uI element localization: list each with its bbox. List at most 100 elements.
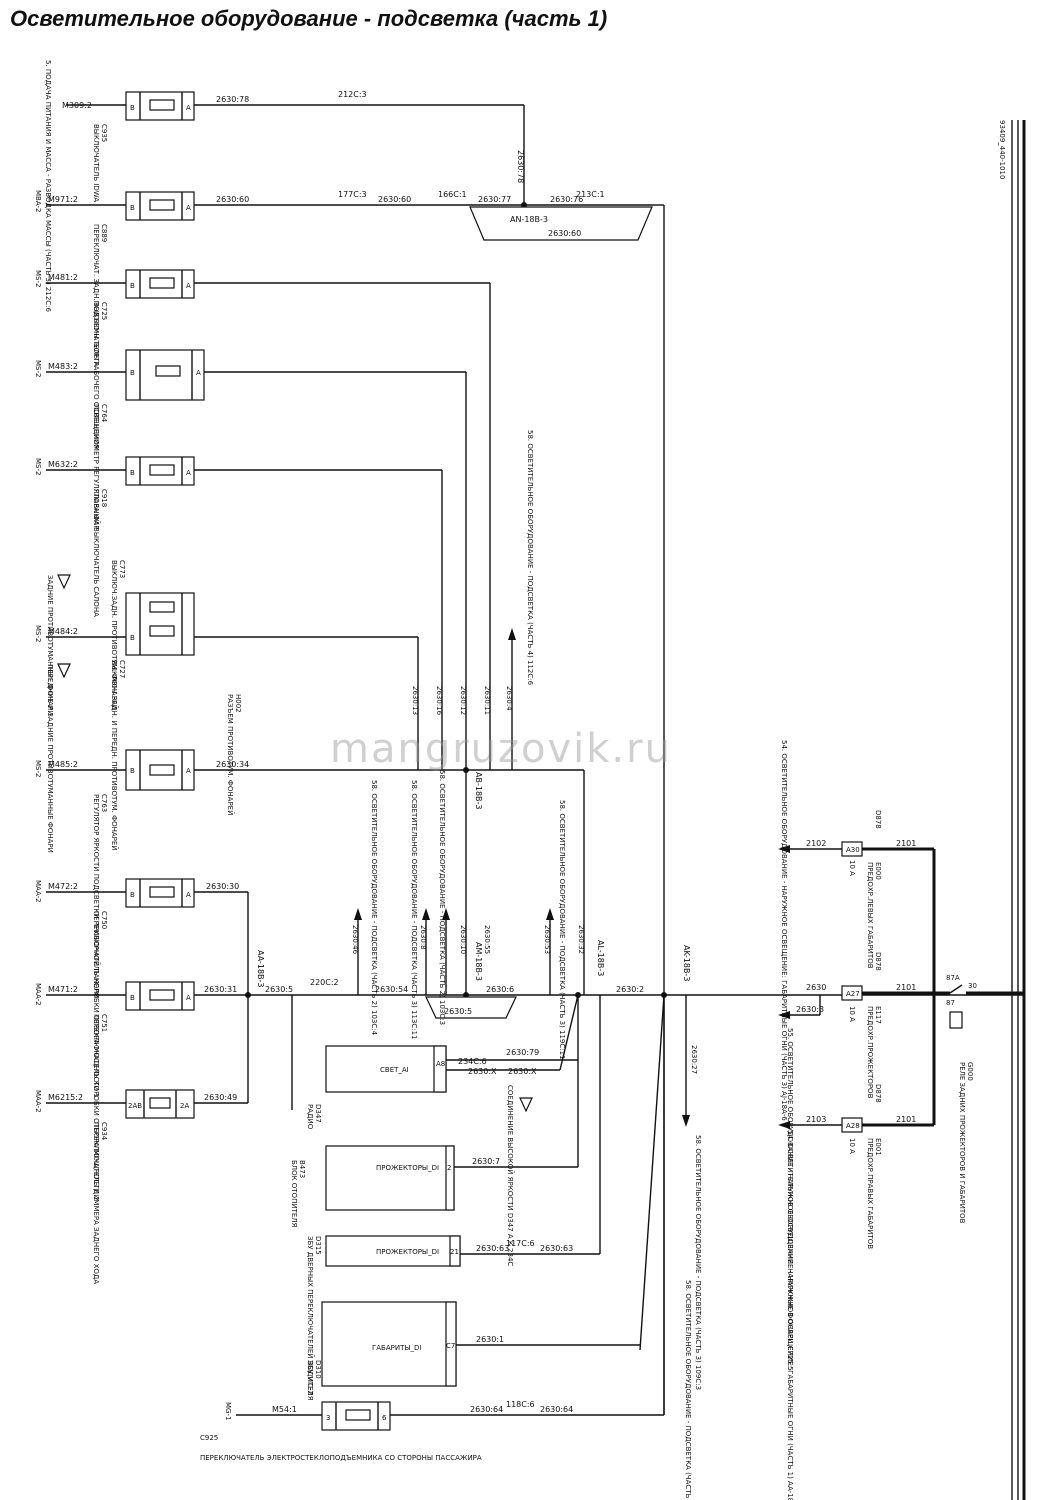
svg-text:A: A — [196, 369, 201, 377]
svg-text:MS-2: MS-2 — [34, 625, 42, 642]
wire-2630-77: 2630:77 — [478, 195, 511, 204]
splice-ak-label: AK-18B-3 — [682, 945, 691, 981]
label-e001: E001 — [874, 1138, 882, 1156]
desc-c764: ПОТЕНЦИОМЕТР РЕГУЛЯТОРА ФАР — [92, 404, 100, 529]
svg-text:MS-2: MS-2 — [34, 760, 42, 777]
conn-c751: M471:2 — [48, 985, 78, 994]
fuse-e117: A27 — [841, 985, 863, 1001]
wire-2630-76: 2630:76 — [550, 195, 583, 204]
switch-c889: B A — [125, 191, 195, 221]
desc-c889: ПЕРЕКЛЮЧАТ. ЗАДН.ПОДЪЕМН. БОРТА — [92, 224, 100, 367]
svg-text:A: A — [186, 104, 191, 112]
svg-text:ПРОЖЕКТОРЫ_DI: ПРОЖЕКТОРЫ_DI — [376, 1248, 439, 1256]
svg-text:B: B — [130, 767, 135, 775]
svg-text:2630:5: 2630:5 — [265, 985, 293, 994]
label-c889: C889 — [100, 224, 108, 242]
svg-text:2630:27: 2630:27 — [690, 1045, 698, 1074]
svg-text:10 A: 10 A — [848, 1006, 856, 1022]
svg-text:2A: 2A — [180, 1102, 189, 1110]
desc-c751: ПЕРЕКЛЮЧАТЕЛЬ КОРОБКИ ОТБОРА МОЩНОСТИ 2 — [92, 1014, 100, 1201]
svg-text:A30: A30 — [846, 846, 860, 854]
label-d315: D315 — [314, 1236, 322, 1255]
svg-text:2630: 2630 — [806, 983, 826, 992]
svg-text:30: 30 — [968, 982, 977, 990]
wire-c935: 2630:78 — [216, 95, 249, 104]
svg-text:2630:2: 2630:2 — [616, 985, 644, 994]
svg-text:A28: A28 — [846, 1122, 860, 1130]
svg-text:6: 6 — [382, 1414, 387, 1422]
svg-text:2AB: 2AB — [128, 1102, 142, 1110]
svg-text:MS-2: MS-2 — [34, 360, 42, 377]
label-d347: D347 — [314, 1104, 322, 1123]
label-c764: C764 — [100, 404, 108, 423]
label-b473: B473 — [298, 1160, 306, 1178]
splice-an — [469, 206, 653, 241]
fuse-e000: A30 — [841, 841, 863, 857]
label-fuse-unit-3: D878 — [874, 1084, 882, 1103]
svg-text:A: A — [186, 204, 191, 212]
label-c751: C751 — [100, 1014, 108, 1032]
svg-text:58. ОСВЕТИТЕЛЬНОЕ ОБОРУДОВАНИЕ: 58. ОСВЕТИТЕЛЬНОЕ ОБОРУДОВАНИЕ - ПОДСВЕТ… — [684, 1280, 692, 1500]
desc-e117: ПРЕДОХР.ПРОЖЕКТОРОВ — [866, 1006, 874, 1099]
svg-text:2101: 2101 — [896, 839, 916, 848]
switch-c751: B A — [125, 981, 195, 1011]
svg-text:A: A — [186, 994, 191, 1002]
desc-e000: ПРЕДОХР.ЛЕВЫХ ГАБАРИТОВ — [866, 862, 874, 969]
svg-text:2630:46: 2630:46 — [351, 925, 359, 955]
label-e000: E000 — [874, 862, 882, 880]
relay-icon — [949, 1011, 963, 1029]
desc-c918: ГЛАВНЫЙ ВЫКЛЮЧАТЕЛЬ САЛОНА — [92, 489, 101, 617]
wire-c763: 2630:34 — [216, 760, 249, 769]
ref-113c11: 58. ОСВЕТИТЕЛЬНОЕ ОБОРУДОВАНИЕ - ПОДСВЕТ… — [410, 780, 418, 1040]
relay-g000: 87A 87 30 — [934, 974, 1024, 1029]
conn-c725: M481:2 — [48, 273, 78, 282]
svg-text:B: B — [130, 282, 135, 290]
ref-109c3: 58. ОСВЕТИТЕЛЬНОЕ ОБОРУДОВАНИЕ - ПОДСВЕТ… — [694, 1135, 702, 1390]
svg-text:2630:55: 2630:55 — [483, 925, 491, 954]
conn-213c1: 213C:1 — [576, 190, 605, 199]
desc-c750: ПЕРЕКЛЮЧАТЕЛЬ КОРОБКИ ОТБОРА МОЩНОСТИ 1 — [92, 911, 100, 1098]
desc-g000: РЕЛЕ ЗАДНИХ ПРОЖЕКТОРОВ И ГАБАРИТОВ — [958, 1062, 966, 1224]
conn-c773: M484:2 — [48, 627, 78, 636]
svg-text:MS-2: MS-2 — [34, 270, 42, 287]
svg-text:2630:32: 2630:32 — [577, 925, 585, 954]
splice-al-label: AL-18B-3 — [596, 940, 605, 976]
conn-c750: M472:2 — [48, 882, 78, 891]
svg-text:C7: C7 — [446, 1342, 455, 1350]
svg-text:2630:13: 2630:13 — [411, 686, 419, 715]
svg-text:2630:60: 2630:60 — [378, 195, 411, 204]
desc-c725: ВЫКЛЮЧАТЕЛЬ РАБОЧЕГО ОСВЕЩЕНИЯ — [92, 302, 100, 449]
switch-c935: B A — [125, 91, 195, 121]
label-c763: C763 — [100, 794, 108, 812]
label-c918: C918 — [100, 489, 108, 507]
splice-aa-label: AA-18B-3 — [256, 950, 265, 988]
conn-c764: M483:2 — [48, 362, 78, 371]
switch-c925: 3 6 — [321, 1401, 391, 1431]
svg-text:2630:78: 2630:78 — [516, 150, 525, 183]
svg-text:MG-1: MG-1 — [224, 1402, 232, 1420]
desc-c727: ВЫКЛЮЧ.ЗАДН. И ПЕРЕДН. ПРОТИВОТУМ. ФОНАР… — [110, 660, 119, 851]
fuse-e001: A28 — [841, 1117, 863, 1133]
ref-119c11: 58. ОСВЕТИТЕЛЬНОЕ ОБОРУДОВАНИЕ - ПОДСВЕТ… — [558, 800, 566, 1060]
svg-text:10 A: 10 A — [848, 1138, 856, 1154]
switch-c725: B A — [125, 269, 195, 299]
warning-icon — [57, 663, 71, 679]
svg-text:2630:8: 2630:8 — [419, 925, 427, 950]
svg-text:2630:11: 2630:11 — [483, 686, 491, 715]
svg-text:2630:60: 2630:60 — [548, 229, 581, 238]
label-c750: C750 — [100, 911, 108, 929]
svg-text:2630:X: 2630:X — [468, 1067, 497, 1076]
ref-54c: 54. ОСВЕТИТЕЛЬНОЕ ОБОРУДОВАНИЕ - НАРУЖНО… — [786, 1130, 794, 1500]
conn-177c3: 177C:3 — [338, 190, 367, 199]
conn-c889: M971:2 — [48, 195, 78, 204]
svg-text:2103: 2103 — [806, 1115, 826, 1124]
svg-text:B: B — [130, 369, 135, 377]
svg-text:2101: 2101 — [896, 1115, 916, 1124]
svg-text:2630:4: 2630:4 — [505, 686, 513, 711]
warn-rear: ЗАДНИЕ ПРОТИВОТУМАННЫЕ ФОНАРИ — [46, 575, 54, 715]
conn-117c6: 117C:6 — [506, 1239, 535, 1248]
desc-c925: ПЕРЕКЛЮЧАТЕЛЬ ЭЛЕКТРОСТЕКЛОПОДЪЕМНИКА СО… — [200, 1454, 482, 1462]
desc-c935: ВЫКЛЮЧАТЕЛЬ IDWA — [92, 124, 100, 202]
doc-number: 93409_440-1010 — [998, 120, 1006, 179]
